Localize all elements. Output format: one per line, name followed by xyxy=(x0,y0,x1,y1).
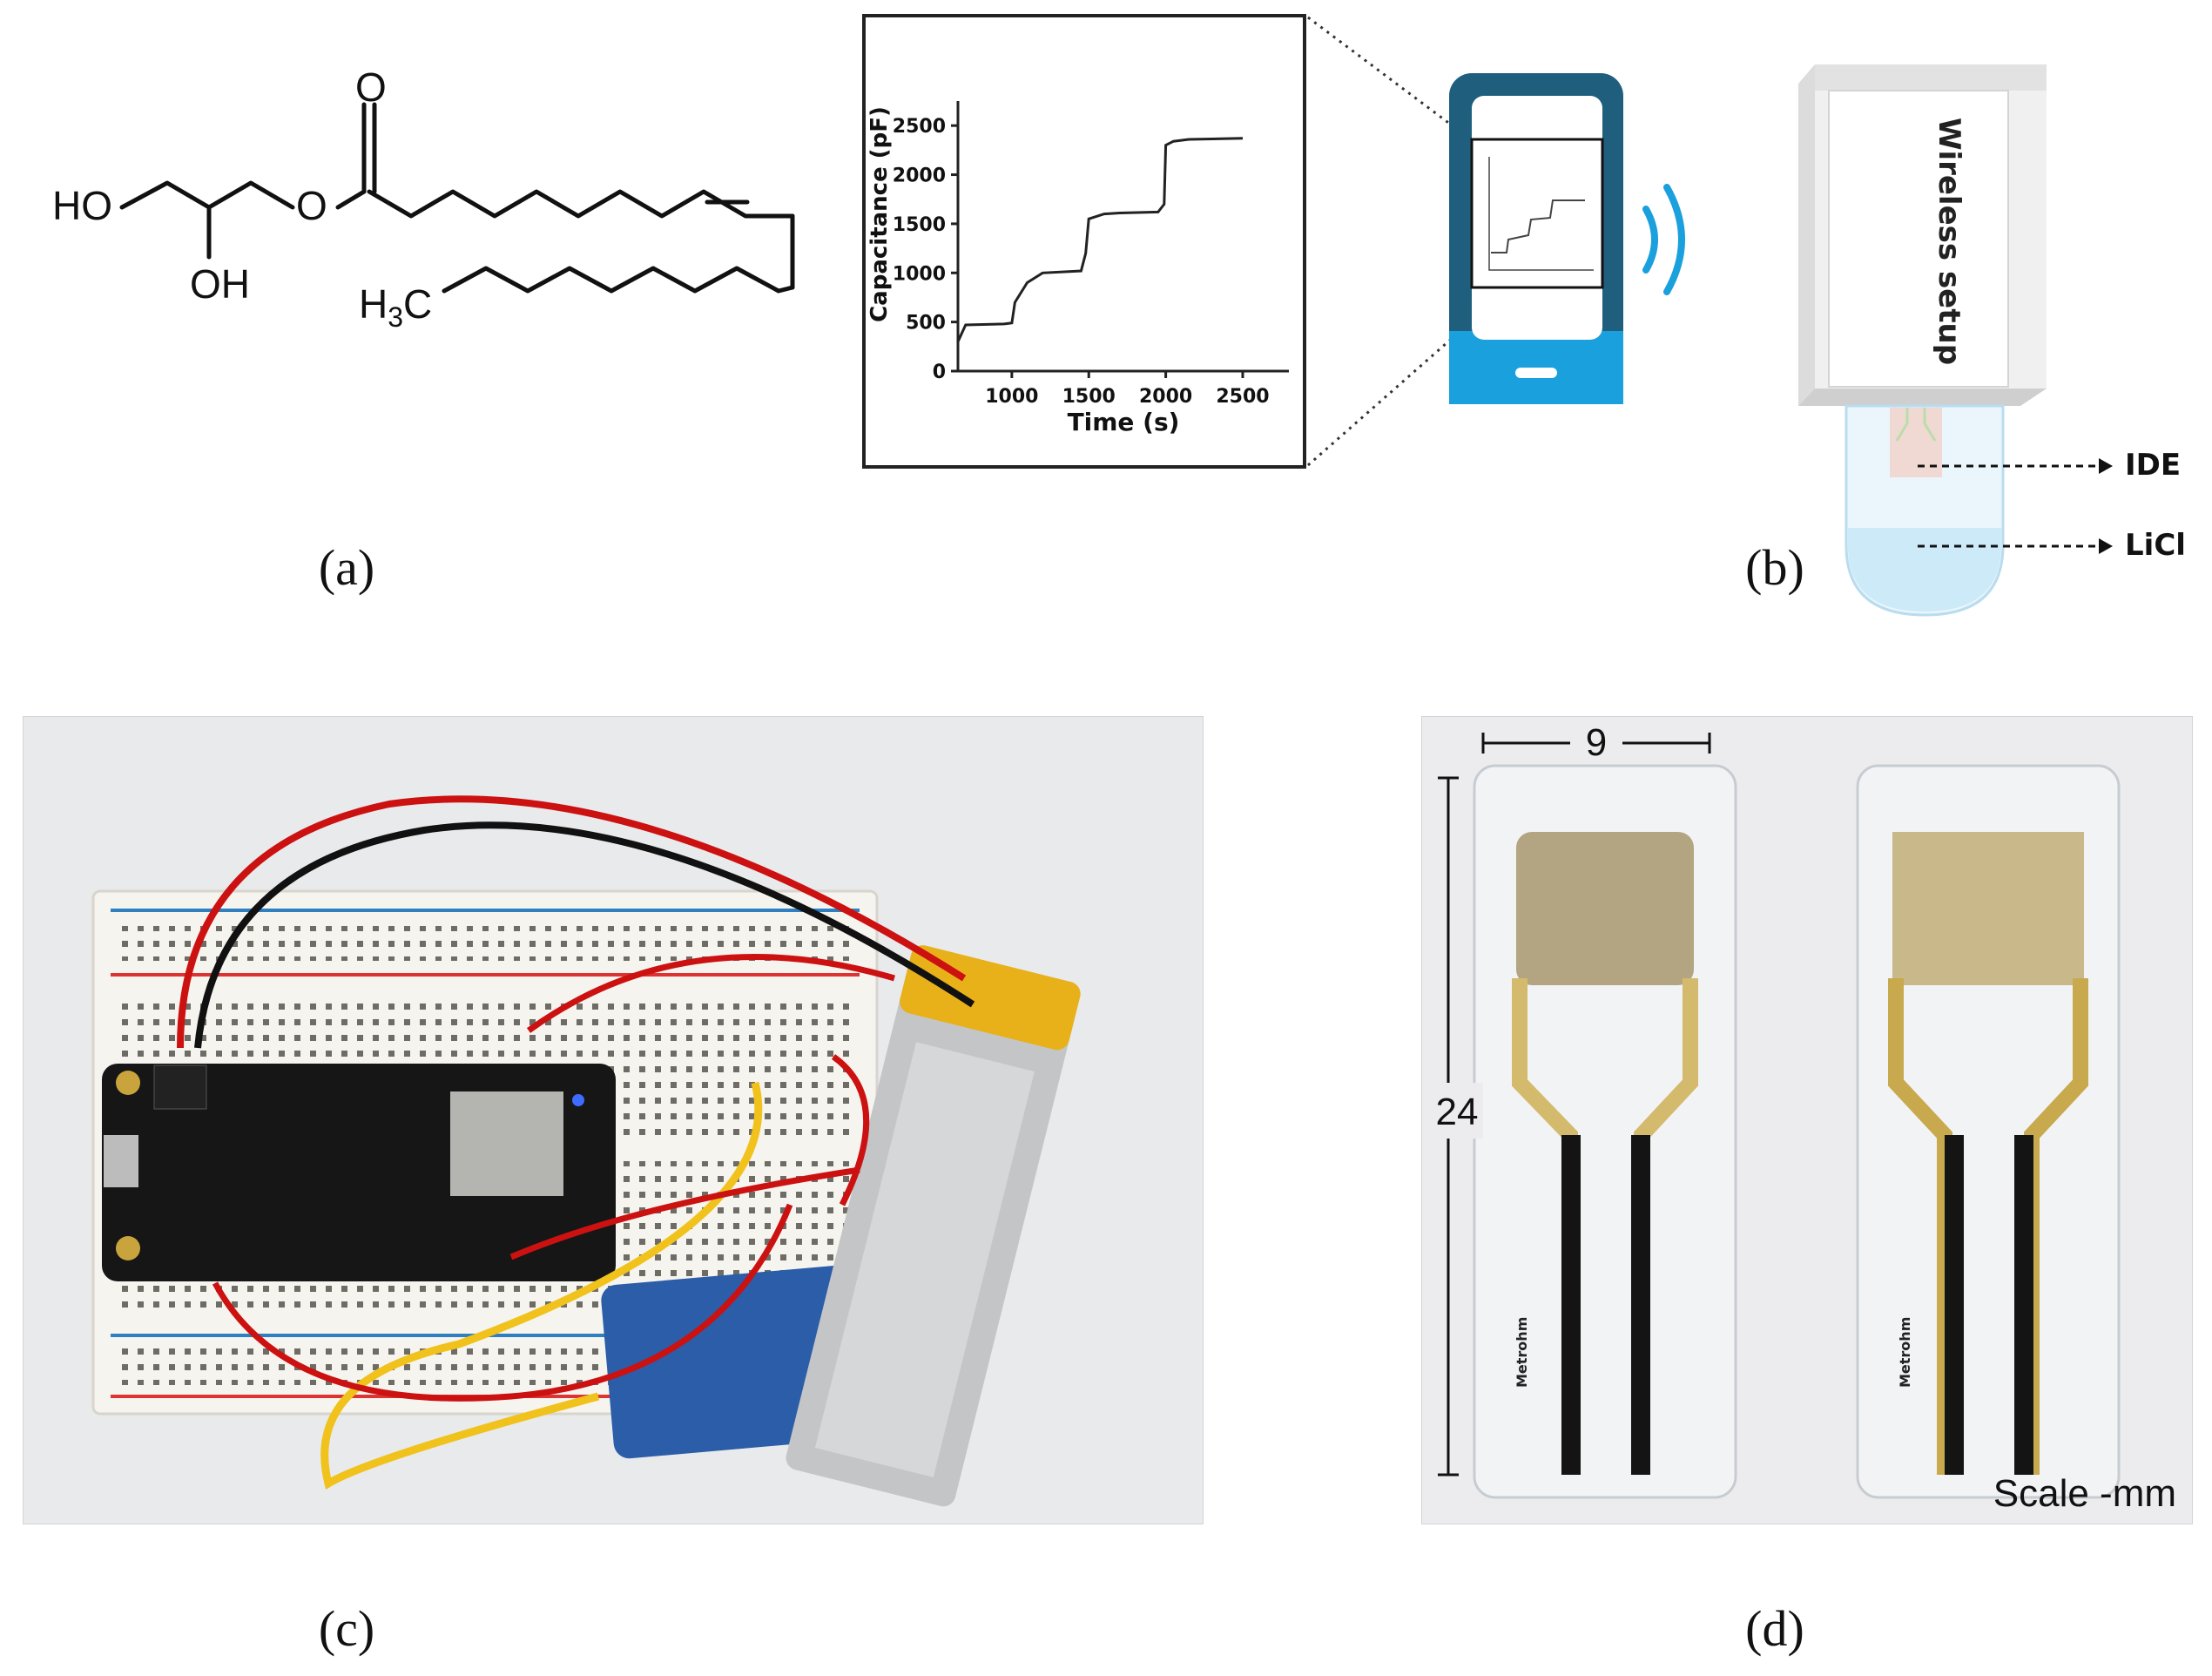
licl-label: LiCl xyxy=(2125,528,2186,563)
licl-pointer xyxy=(1918,538,2113,554)
methyl-label: H3C xyxy=(359,281,432,333)
chart-frame xyxy=(862,14,1306,469)
chart-x-tick-label: 1500 xyxy=(1062,386,1116,408)
brand-label-right: Metrohm xyxy=(1897,1317,1913,1388)
ho-label: HO xyxy=(52,183,112,228)
ide-electrode-right: Metrohm xyxy=(1856,764,2121,1499)
fatty-chain-lower xyxy=(442,266,795,294)
wireless-wave-icon xyxy=(1642,184,1685,295)
chart-y-tick-label: 1500 xyxy=(893,214,946,236)
height-label: 24 xyxy=(1436,1091,1479,1133)
ester-bond xyxy=(335,189,367,210)
chart-x-tick-label: 2500 xyxy=(1216,386,1269,408)
panel-label-a: (a) xyxy=(318,539,375,596)
setup-label: Wireless setup xyxy=(1932,117,1966,366)
panel-label-d: (d) xyxy=(1745,1600,1804,1657)
carbonyl-bond xyxy=(361,102,377,194)
monoolein-structure: HO OH O O H3C xyxy=(52,70,795,333)
breadboard-photo xyxy=(23,716,1204,1524)
carbonyl-oxygen-label: O xyxy=(355,70,387,110)
ide-electrode-left: Metrohm xyxy=(1473,764,1737,1499)
brand-label-left: Metrohm xyxy=(1514,1317,1530,1388)
glycerol-backbone xyxy=(119,180,295,210)
ide-pointer xyxy=(1918,458,2113,474)
chart-y-tick-label: 2000 xyxy=(893,166,946,187)
ide-electrodes-photo: Metrohm Metrohm 9 24 Scale -mm xyxy=(1421,716,2193,1524)
ide-label: IDE xyxy=(2125,448,2182,483)
scale-label: Scale -mm xyxy=(1993,1472,2176,1515)
zoom-connector-lines xyxy=(1307,16,1455,467)
fatty-chain-upper xyxy=(367,189,795,219)
chart-y-tick-label: 500 xyxy=(906,313,946,335)
lipo-battery xyxy=(786,945,1081,1507)
chart-x-tick-label: 2000 xyxy=(1139,386,1192,408)
panel-label-b: (b) xyxy=(1745,539,1804,596)
wireless-setup-illustration xyxy=(1798,64,2047,617)
smartphone-icon xyxy=(1449,73,1623,404)
chart-ylabel: Capacitance (pF) xyxy=(867,106,893,322)
panel-label-c: (c) xyxy=(318,1600,375,1657)
width-label: 9 xyxy=(1586,721,1607,764)
chart-x-tick-label: 1000 xyxy=(985,386,1038,408)
chart-y-tick-label: 1000 xyxy=(893,263,946,285)
oh-label: OH xyxy=(190,261,250,307)
chart-y-tick-label: 2500 xyxy=(893,116,946,138)
capacitance-chart: 0 500 1000 1500 2000 2500 1000 1500 2000 2500 Tim… xyxy=(862,14,1306,469)
capacitance-series-line xyxy=(956,137,1244,342)
chart-xlabel: Time (s) xyxy=(1068,408,1180,436)
chart-y-tick-label: 0 xyxy=(933,362,946,383)
ester-oxygen-label: O xyxy=(296,183,327,228)
